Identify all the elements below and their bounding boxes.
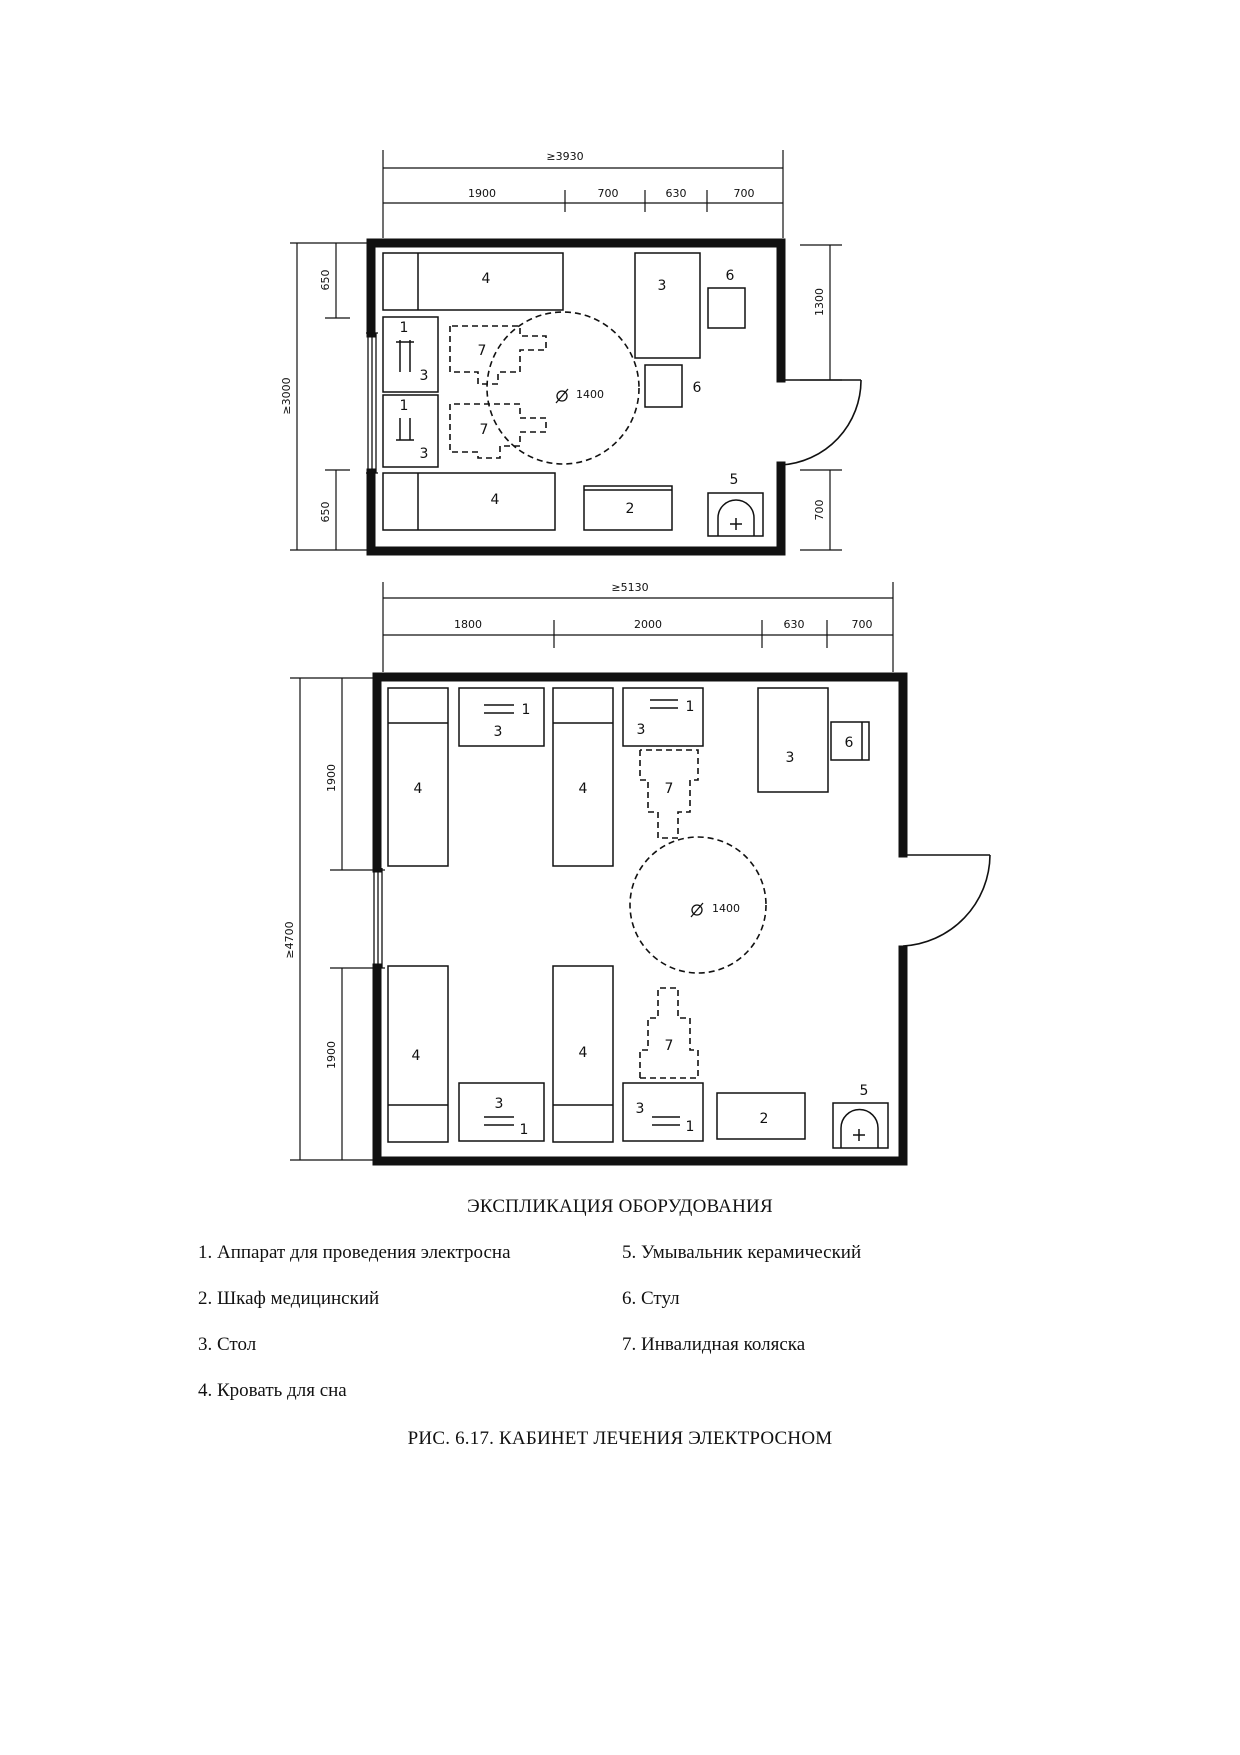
plan1-label-chair-top: 6 xyxy=(726,268,735,284)
legend-item: 7. Инвалидная коляска xyxy=(622,1334,806,1355)
plan1-label-wheel-b: 7 xyxy=(480,422,489,438)
plan1-dim-w2: 700 xyxy=(598,187,619,200)
legend-title: ЭКСПЛИКАЦИЯ ОБОРУДОВАНИЯ xyxy=(467,1196,773,1217)
plan1-label-wheel-a: 7 xyxy=(478,343,487,359)
plan2-dim-w4: 700 xyxy=(852,618,873,631)
plan2-dim-height: ≥4700 xyxy=(283,921,296,958)
plan1-diameter-icon xyxy=(555,388,569,404)
plan2-door xyxy=(902,854,991,947)
plan2-window xyxy=(373,868,383,968)
plan2-label-wheel-bottom: 7 xyxy=(665,1038,674,1054)
plan1-dim-right-top: 1300 xyxy=(813,288,826,316)
plan1-label-app-a: 1 xyxy=(400,320,409,336)
legend-item: 4. Кровать для сна xyxy=(198,1380,347,1401)
plan-lower: ≥5130 1800 2000 630 700 ≥4700 1900 1900 xyxy=(283,581,991,1166)
plan1-label-cabinet: 2 xyxy=(626,501,635,517)
plan2-label-circle: 1400 xyxy=(712,902,740,915)
plan1-dim-right-bottom: 700 xyxy=(813,500,826,521)
plan2-label-app4: 1 xyxy=(520,1122,529,1138)
plan2-label-table4: 3 xyxy=(495,1096,504,1112)
plan1-window xyxy=(366,332,378,474)
plan2-dim-w1: 1800 xyxy=(454,618,482,631)
plan2-label-bed4: 4 xyxy=(579,1045,588,1061)
plan2-label-table1: 3 xyxy=(494,724,503,740)
plan1-walls xyxy=(366,238,786,556)
plan2-dim-left-top: 1900 xyxy=(325,764,338,792)
plan2-walls xyxy=(372,672,908,1166)
plan2-dimension-lines xyxy=(290,582,894,1161)
plan2-label-table2: 3 xyxy=(637,722,646,738)
plan-upper: ≥3930 1900 700 630 700 ≥3000 650 650 130… xyxy=(280,150,862,556)
plan2-label-cabinet: 2 xyxy=(760,1111,769,1127)
plan1-dim-w4: 700 xyxy=(734,187,755,200)
plan1-dim-left-bottom: 650 xyxy=(319,502,332,523)
plan1-dim-left-top: 650 xyxy=(319,270,332,291)
plan1-dim-height: ≥3000 xyxy=(280,377,293,414)
figure-caption: РИС. 6.17. КАБИНЕТ ЛЕЧЕНИЯ ЭЛЕКТРОСНОМ xyxy=(407,1428,833,1449)
plan1-label-table-right: 3 xyxy=(658,278,667,294)
plan2-label-wheel-top: 7 xyxy=(665,781,674,797)
plan1-label-table-b: 3 xyxy=(420,446,429,462)
plan2-dim-left-bottom: 1900 xyxy=(325,1041,338,1069)
plan2-label-chair: 6 xyxy=(845,735,854,751)
plan2-label-sink: 5 xyxy=(860,1083,869,1099)
legend-item: 3. Стол xyxy=(198,1334,257,1355)
floor-plans: ≥3930 1900 700 630 700 ≥3000 650 650 130… xyxy=(280,150,991,1166)
plan2-wheelchairs xyxy=(629,749,767,1079)
plan1-dim-w3: 630 xyxy=(666,187,687,200)
plan2-label-app5: 1 xyxy=(686,1119,695,1135)
plan1-label-bed-top: 4 xyxy=(482,271,491,287)
plan2-label-bed3: 4 xyxy=(412,1048,421,1064)
plan2-furniture xyxy=(387,687,889,1149)
plan1-label-table-a: 3 xyxy=(420,368,429,384)
plan1-wheelchairs xyxy=(449,311,640,465)
plan1-label-bed-bottom: 4 xyxy=(491,492,500,508)
plan1-door xyxy=(780,379,862,466)
legend-item: 5. Умывальник керамический xyxy=(622,1242,862,1263)
plan1-label-sink: 5 xyxy=(730,472,739,488)
plan2-label-app1: 1 xyxy=(522,702,531,718)
plan2-label-bed1: 4 xyxy=(414,781,423,797)
legend-item: 1. Аппарат для проведения электросна xyxy=(198,1242,511,1263)
plan1-dim-w1: 1900 xyxy=(468,187,496,200)
plan1-label-chair-mid: 6 xyxy=(693,380,702,396)
plan1-label-circle: 1400 xyxy=(576,388,604,401)
plan1-furniture xyxy=(382,252,764,537)
legend-item: 6. Стул xyxy=(622,1288,680,1309)
plan1-label-app-b: 1 xyxy=(400,398,409,414)
plan2-dim-w3: 630 xyxy=(784,618,805,631)
legend-item: 2. Шкаф медицинский xyxy=(198,1288,380,1309)
plan1-dim-total: ≥3930 xyxy=(546,150,583,163)
plan2-diameter-icon xyxy=(690,902,704,918)
plan2-label-app2: 1 xyxy=(686,699,695,715)
plan2-label-table3: 3 xyxy=(786,750,795,766)
plan2-label-table5: 3 xyxy=(636,1101,645,1117)
plan2-dim-total: ≥5130 xyxy=(611,581,648,594)
plan2-dim-w2: 2000 xyxy=(634,618,662,631)
plan2-label-bed2: 4 xyxy=(579,781,588,797)
